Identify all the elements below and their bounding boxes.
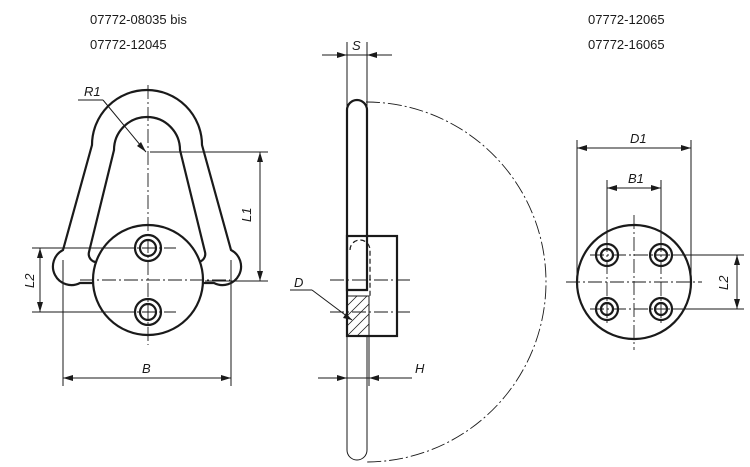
dim-b1: B1 xyxy=(628,171,644,186)
base-body xyxy=(345,234,399,338)
right-l2-arrow-bottom xyxy=(734,299,740,309)
l1-arrow-bottom xyxy=(257,271,263,281)
dim-h: H xyxy=(415,361,425,376)
b1-arrow-right xyxy=(651,185,661,191)
ring-outer-outline xyxy=(51,88,243,287)
r1-arrow xyxy=(137,142,146,152)
d1-arrow-left xyxy=(577,145,587,151)
l1-arrow-top xyxy=(257,152,263,162)
dim-b: B xyxy=(142,361,151,376)
dim-s: S xyxy=(352,38,361,53)
r1-leader xyxy=(102,99,147,153)
right-view: 07772-12065 07772-16065 D1 B1 xyxy=(566,12,744,350)
l2-arrow-top xyxy=(37,248,43,258)
ring-inner-outline xyxy=(87,115,207,264)
dim-d: D xyxy=(294,275,303,290)
side-view: S D H xyxy=(290,38,547,463)
d1-arrow-right xyxy=(681,145,691,151)
b1-arrow-left xyxy=(607,185,617,191)
dim-r1: R1 xyxy=(84,84,101,99)
dim-l1: L1 xyxy=(239,208,254,222)
section-hatching xyxy=(346,295,370,337)
d-arrow xyxy=(343,313,352,320)
b-arrow-left xyxy=(63,375,73,381)
s-arrow-left xyxy=(337,52,347,58)
hidden-socket xyxy=(349,239,371,296)
l2-arrow-bottom xyxy=(37,302,43,312)
h-arrow-right xyxy=(369,375,379,381)
right-l2-arrow-top xyxy=(734,255,740,265)
ring-bar xyxy=(345,98,369,292)
ring-hanging-position xyxy=(346,336,368,461)
dim-d1: D1 xyxy=(630,131,647,146)
right-part-number-1: 07772-12065 xyxy=(588,12,665,27)
section-bolt xyxy=(346,295,370,337)
left-part-number-1: 07772-08035 bis xyxy=(90,12,187,27)
dim-l2: L2 xyxy=(22,273,37,288)
b-arrow-right xyxy=(221,375,231,381)
left-view: 07772-08035 bis 07772-12045 R1 L1 xyxy=(22,12,268,386)
h-arrow-left xyxy=(337,375,347,381)
swing-arc xyxy=(365,101,547,463)
right-dim-l2: L2 xyxy=(716,275,731,290)
s-arrow-right xyxy=(367,52,377,58)
left-part-number-2: 07772-12045 xyxy=(90,37,167,52)
right-part-number-2: 07772-16065 xyxy=(588,37,665,52)
